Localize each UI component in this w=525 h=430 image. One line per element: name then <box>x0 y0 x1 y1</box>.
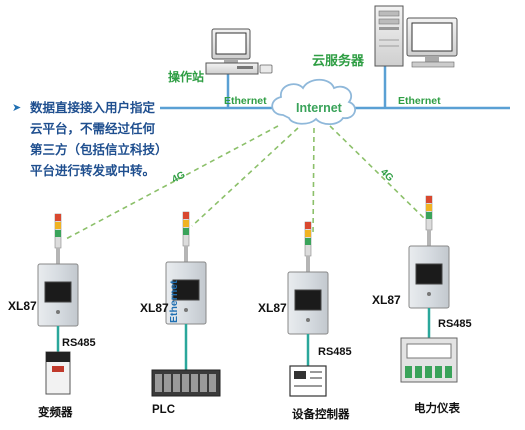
gateway-screen <box>415 263 443 285</box>
ethernet-left-label: Ethernet <box>224 95 267 107</box>
gateway-unit <box>400 195 458 383</box>
workstation-icon <box>205 28 273 75</box>
device-label: 变频器 <box>38 407 73 419</box>
ethernet-right-label: Ethernet <box>398 95 441 107</box>
field-device-icon <box>151 369 221 397</box>
field-device-icon <box>289 365 327 397</box>
bus-label: RS485 <box>438 318 472 330</box>
gateway-model-label: XL87 <box>140 301 169 315</box>
gateway-model-label: XL87 <box>8 299 37 313</box>
bus-label: RS485 <box>318 346 352 358</box>
field-device-icon <box>400 337 458 383</box>
description-text: 数据直接接入用户指定云平台，不需经过任何第三方（包括信立科技）平台进行转发或中转… <box>30 101 162 178</box>
internet-cloud <box>271 78 356 126</box>
gateway-unit <box>151 211 221 397</box>
description-note: ➤ 数据直接接入用户指定云平台，不需经过任何第三方（包括信立科技）平台进行转发或… <box>12 98 162 182</box>
device-label: PLC <box>152 404 175 416</box>
field-device-icon <box>45 351 71 395</box>
gateway-model-label: XL87 <box>258 301 287 315</box>
server-icon <box>374 5 458 68</box>
bus-label: RS485 <box>62 337 96 349</box>
gateway-screen <box>172 279 200 301</box>
gateway-unit <box>287 221 329 397</box>
device-label: 电力仪表 <box>414 403 460 415</box>
gateway-screen <box>294 289 322 311</box>
gateway-layer <box>37 195 458 397</box>
gateway-unit <box>37 213 79 395</box>
bus-label: Ethernet <box>168 280 180 323</box>
cloud-server-label: 云服务器 <box>312 53 365 68</box>
internet-label: Internet <box>296 101 342 115</box>
network-backbone <box>160 65 510 110</box>
device-label: 设备控制器 <box>292 409 350 421</box>
gateway-screen <box>44 281 72 303</box>
gateway-model-label: XL87 <box>372 293 401 307</box>
station-label: 操作站 <box>168 70 205 84</box>
arrow-bullet-icon: ➤ <box>12 102 22 114</box>
wireless-links <box>63 125 429 241</box>
